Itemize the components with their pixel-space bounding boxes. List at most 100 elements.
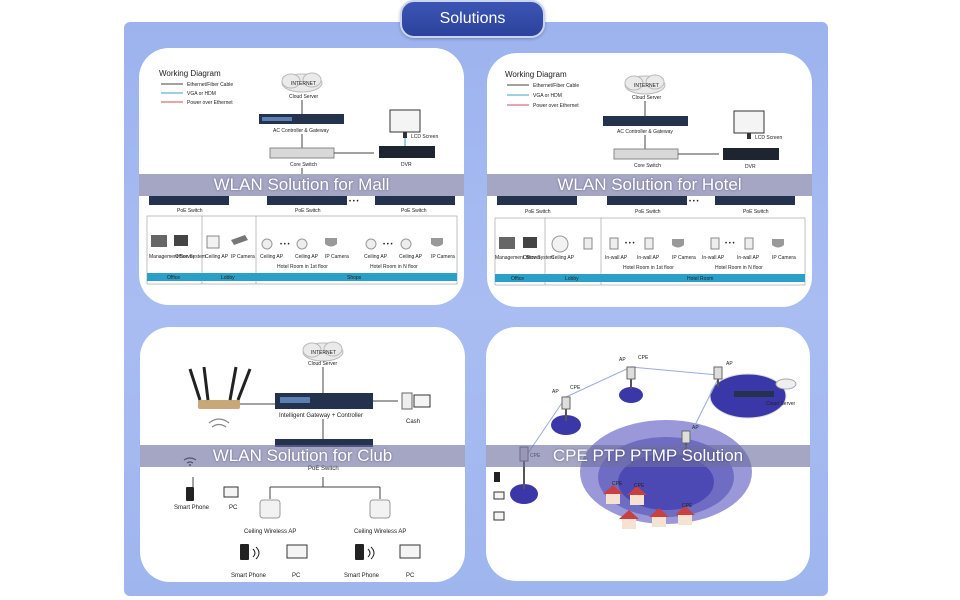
- house-icon: [649, 508, 669, 527]
- ac-controller-device: [259, 114, 344, 124]
- card-wlan-hotel[interactable]: Working Diagram Ethernet/Fiber Cable VGA…: [487, 53, 812, 307]
- zone-label: Office: [167, 275, 180, 281]
- card-label-club: WLAN Solution for Club: [140, 445, 465, 467]
- cpe-mast-icon: [561, 396, 571, 421]
- svg-text:Ceiling AP: Ceiling AP: [205, 254, 229, 260]
- svg-text:CPE: CPE: [682, 503, 693, 509]
- svg-text:IP Camera: IP Camera: [231, 254, 255, 260]
- svg-text:AC Controller & Gateway: AC Controller & Gateway: [617, 129, 673, 135]
- svg-text:PC: PC: [229, 505, 238, 511]
- svg-text:Ceiling AP: Ceiling AP: [399, 254, 423, 260]
- poe-switch-device: [149, 196, 229, 205]
- room-label: Hotel Room in 1st floor: [277, 264, 328, 270]
- mall-diagram: Working Diagram Ethernet/Fiber Cable VGA…: [146, 69, 458, 285]
- svg-text:PoE Switch: PoE Switch: [308, 466, 339, 472]
- svg-text:Ceiling AP: Ceiling AP: [364, 254, 388, 260]
- working-diagram-title: Working Diagram: [505, 70, 567, 79]
- svg-text:Cloud Server: Cloud Server: [632, 95, 662, 101]
- lcd-screen-device: [389, 109, 421, 133]
- svg-text:IP Camera: IP Camera: [772, 255, 796, 261]
- card-wlan-club[interactable]: INTERNET Cloud Server Intelligent Gatewa…: [140, 327, 465, 582]
- svg-text:AP: AP: [726, 361, 733, 367]
- svg-text:• • •: • • •: [383, 242, 393, 248]
- svg-text:Hotel Room in N floor: Hotel Room in N floor: [715, 265, 763, 271]
- house-icon: [603, 485, 623, 504]
- svg-text:In-wall AP: In-wall AP: [637, 255, 660, 261]
- core-switch-device: [613, 148, 679, 160]
- svg-text:Cloud Server: Cloud Server: [308, 361, 338, 367]
- card-label-hotel: WLAN Solution for Hotel: [487, 174, 812, 196]
- svg-text:• • •: • • •: [725, 241, 735, 247]
- ac-controller-device: [603, 116, 688, 126]
- svg-text:VGA or HDM: VGA or HDM: [533, 93, 562, 99]
- smartphone-icon: [186, 487, 194, 501]
- svg-text:Ceiling AP: Ceiling AP: [260, 254, 284, 260]
- svg-text:In-wall AP: In-wall AP: [605, 255, 628, 261]
- ceiling-ap-icon: [369, 499, 391, 519]
- smartphone-icon: [355, 544, 364, 560]
- svg-text:• • •: • • •: [689, 199, 699, 205]
- house-icon: [619, 510, 639, 529]
- svg-text:AP: AP: [552, 389, 559, 395]
- dvr-device: [723, 148, 779, 160]
- svg-text:PoE Switch: PoE Switch: [295, 208, 321, 214]
- svg-text:AP: AP: [692, 425, 699, 431]
- svg-text:Hotel Room in 1st floor: Hotel Room in 1st floor: [623, 265, 674, 271]
- core-switch-label: Core Switch: [290, 162, 317, 168]
- cloud-server-label: Cloud Server: [289, 94, 319, 100]
- hotel-diagram: Working Diagram Ethernet/Fiber Cable VGA…: [494, 70, 806, 286]
- poe-switch-label: PoE Switch: [177, 208, 203, 214]
- legend-ethernet: Ethernet/Fiber Cable: [187, 82, 233, 88]
- zone-label: Lobby: [221, 275, 235, 281]
- cloud-icon: [775, 378, 797, 390]
- svg-text:Office System: Office System: [523, 255, 554, 261]
- svg-text:Ceiling Wireless AP: Ceiling Wireless AP: [354, 529, 406, 535]
- svg-text:Cash: Cash: [406, 419, 420, 425]
- svg-text:Management Server: Management Server: [149, 254, 195, 260]
- svg-text:• • •: • • •: [349, 199, 359, 205]
- ac-controller-label: AC Controller & Gateway: [273, 128, 329, 134]
- legend-poe: Power over Ethernet: [187, 100, 233, 106]
- cpe-mast-icon: [713, 366, 723, 387]
- core-switch-device: [269, 147, 335, 159]
- svg-text:Ethernet/Fiber Cable: Ethernet/Fiber Cable: [533, 83, 579, 89]
- svg-text:Cloud Server: Cloud Server: [766, 401, 796, 407]
- svg-text:Lobby: Lobby: [565, 276, 579, 282]
- working-diagram-title: Working Diagram: [159, 69, 221, 78]
- laptop-icon: [493, 491, 505, 500]
- card-label-cpe: CPE PTP PTMP Solution: [486, 445, 810, 467]
- dvr-label: DVR: [401, 162, 412, 168]
- laptop-icon: [399, 544, 421, 559]
- cloud-icon: [281, 72, 323, 93]
- svg-text:INTERNET: INTERNET: [634, 83, 659, 89]
- router-icon: [188, 366, 252, 409]
- svg-text:IP Camera: IP Camera: [325, 254, 349, 260]
- zone-label: Shops: [347, 275, 362, 281]
- svg-text:CPE: CPE: [638, 355, 649, 361]
- cpe-mast-icon: [626, 366, 636, 389]
- svg-text:Ceiling AP: Ceiling AP: [551, 255, 575, 261]
- smartphone-icon: [494, 472, 500, 482]
- card-cpe-ptp-ptmp[interactable]: AP CPE AP CPE CPE AP AP Cloud Server: [486, 327, 810, 581]
- pc-icon: [493, 511, 505, 521]
- svg-text:Power over Ethernet: Power over Ethernet: [533, 103, 579, 109]
- svg-text:Smart Phone: Smart Phone: [231, 573, 267, 579]
- server-device: [734, 391, 774, 397]
- laptop-icon: [286, 544, 308, 559]
- svg-text:Ceiling Wireless AP: Ceiling Wireless AP: [244, 529, 296, 535]
- svg-text:PC: PC: [292, 573, 301, 579]
- svg-text:IP Camera: IP Camera: [431, 254, 455, 260]
- house-icon: [627, 486, 647, 505]
- gateway-label: Intelligent Gateway + Controller: [279, 413, 363, 419]
- svg-text:In-wall AP: In-wall AP: [737, 255, 760, 261]
- card-wlan-mall[interactable]: Working Diagram Ethernet/Fiber Cable VGA…: [139, 48, 464, 305]
- svg-text:PoE Switch: PoE Switch: [401, 208, 427, 214]
- svg-text:Ceiling AP: Ceiling AP: [295, 254, 319, 260]
- svg-text:Hotel Room: Hotel Room: [687, 276, 713, 282]
- svg-text:PoE Switch: PoE Switch: [743, 209, 769, 215]
- house-icon: [675, 506, 695, 525]
- svg-text:IP Camera: IP Camera: [672, 255, 696, 261]
- svg-text:CPE: CPE: [570, 385, 581, 391]
- legend-vga: VGA or HDM: [187, 91, 216, 97]
- card-label-mall: WLAN Solution for Mall: [139, 174, 464, 196]
